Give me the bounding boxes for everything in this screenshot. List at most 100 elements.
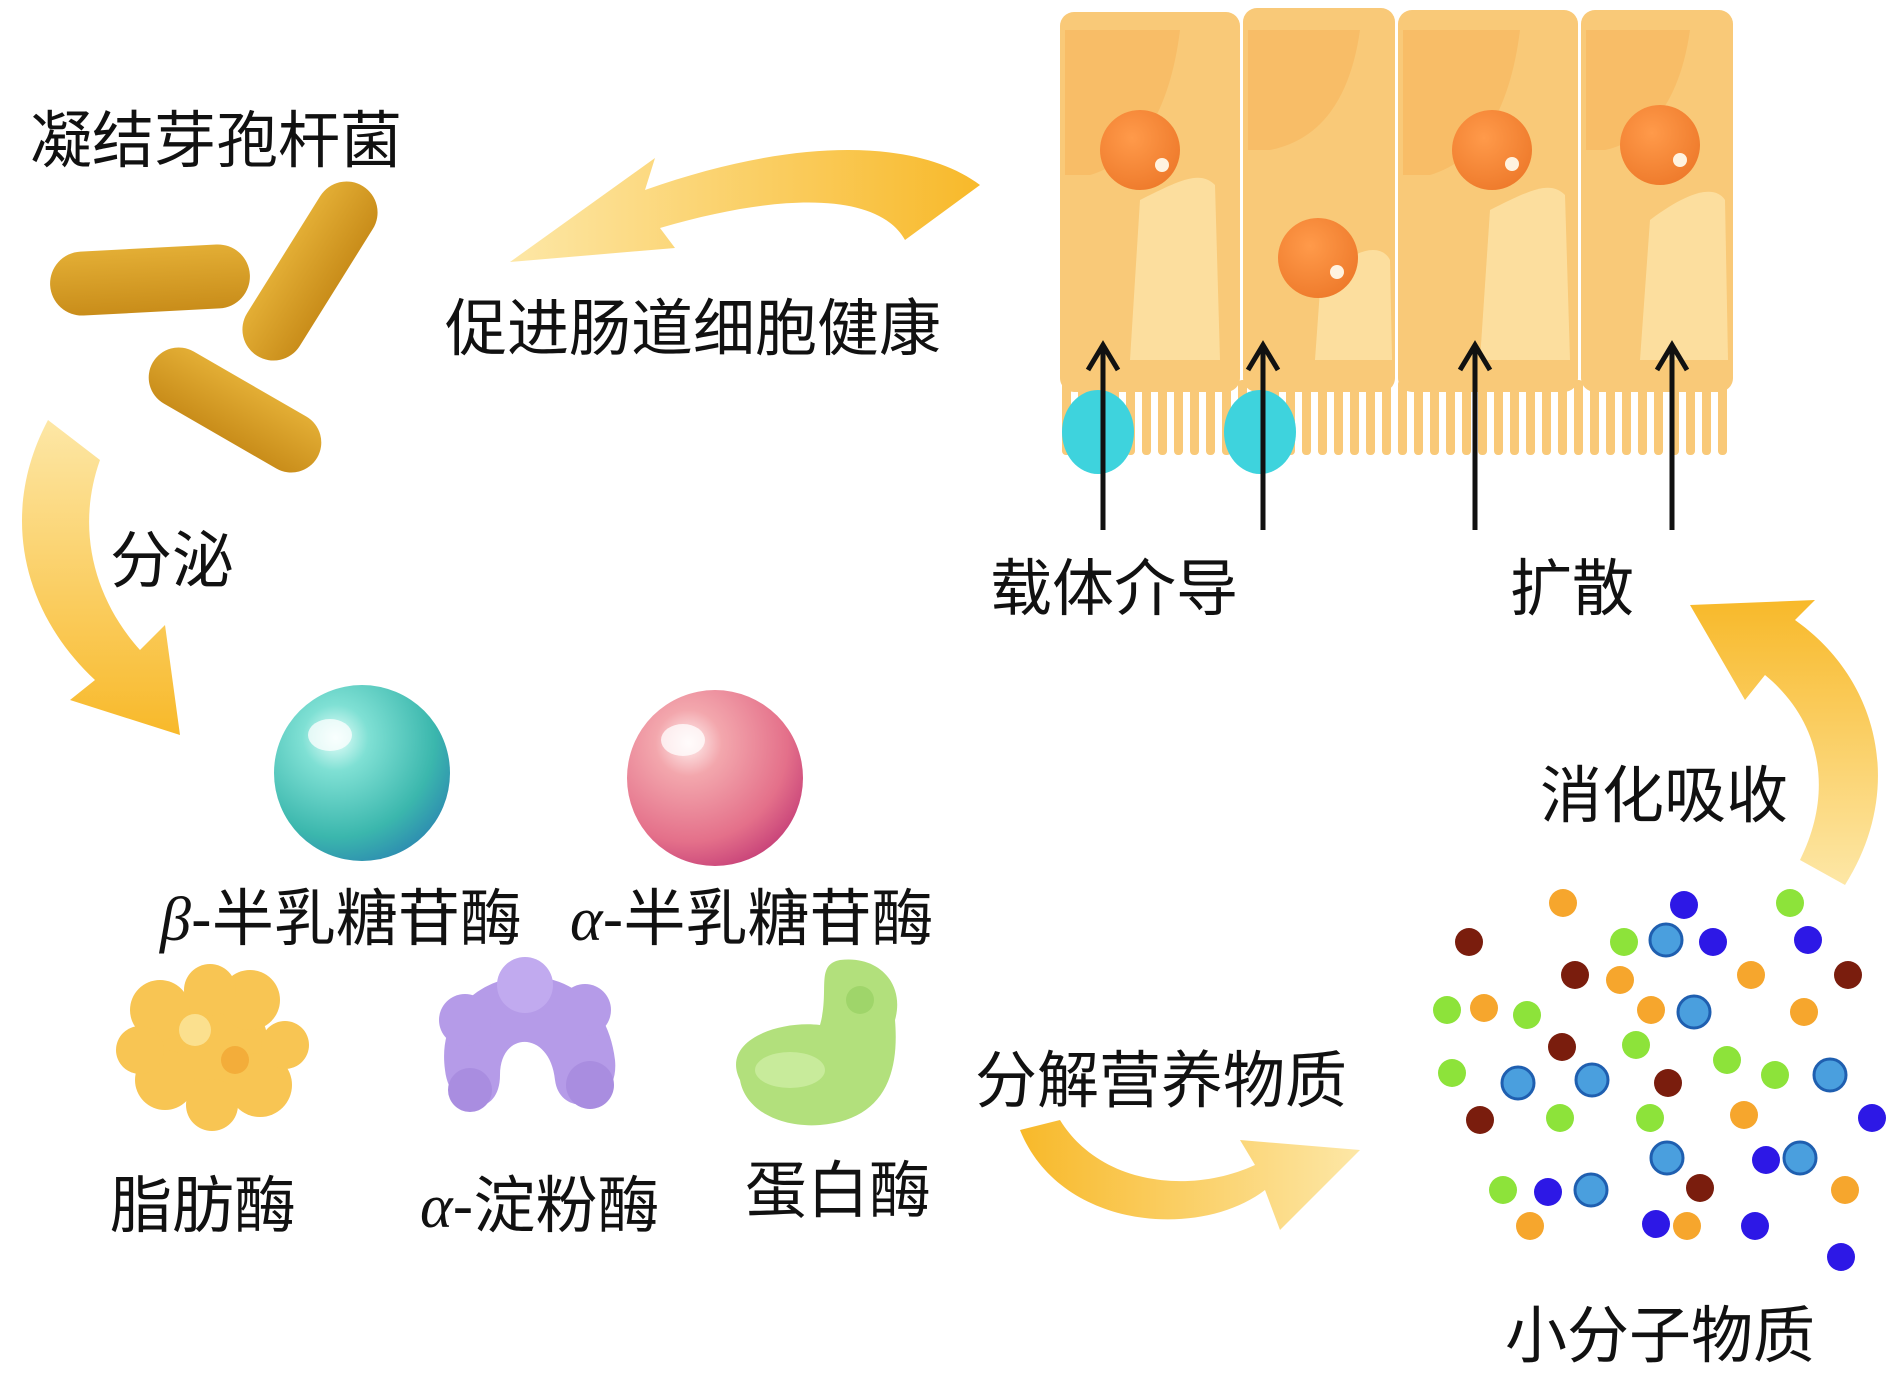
molecule-dot <box>1561 961 1589 989</box>
cell-shade <box>1586 30 1690 150</box>
microvillus <box>1574 380 1583 455</box>
arrow-secrete <box>21 420 181 735</box>
microvillus <box>1606 380 1615 455</box>
molecule-dot <box>1713 1046 1741 1074</box>
bacterium-rod <box>148 347 322 473</box>
label-decompose: 分解营养物质 <box>975 1044 1348 1117</box>
microvillus <box>1542 380 1551 455</box>
label-alpha-galactosidase: α-半乳糖苷酶 <box>570 886 934 954</box>
beta-galactosidase-ball <box>274 685 450 861</box>
microvillus <box>1702 380 1711 455</box>
diffusion-arrow-head <box>1457 340 1493 372</box>
molecule-dot <box>1500 1065 1536 1101</box>
microvillus <box>1350 380 1359 455</box>
nucleus-spot <box>1673 153 1687 167</box>
molecule-dot <box>1516 1212 1544 1240</box>
microvillus <box>1398 380 1407 455</box>
microvillus <box>1510 380 1519 455</box>
cell-highlight <box>1130 177 1220 360</box>
microvillus <box>1302 380 1311 455</box>
molecule-dot <box>1649 1140 1685 1176</box>
molecule-dot <box>1858 1104 1886 1132</box>
microvillus <box>1366 380 1375 455</box>
microvillus <box>1654 380 1663 455</box>
molecule-dot <box>1637 996 1665 1024</box>
molecule-dot <box>1642 1210 1670 1238</box>
beta-name: -半乳糖苷酶 <box>190 882 522 955</box>
molecule-dot <box>1534 1178 1562 1206</box>
microvillus <box>1494 380 1503 455</box>
molecule-dot <box>1812 1057 1848 1093</box>
molecule-dot <box>1752 1146 1780 1174</box>
microvillus <box>1446 380 1455 455</box>
microvillus <box>1318 380 1327 455</box>
molecule-dot <box>1466 1106 1494 1134</box>
molecule-dot <box>1622 1031 1650 1059</box>
molecule-dot <box>1548 1033 1576 1061</box>
microvillus <box>1174 380 1183 455</box>
molecule-dot <box>1794 926 1822 954</box>
alpha-name: -半乳糖苷酶 <box>602 882 934 955</box>
label-lipase: 脂肪酶 <box>110 1169 297 1242</box>
label-secrete: 分泌 <box>110 524 235 597</box>
carrier-arrow-head <box>1245 340 1281 372</box>
molecule-dot <box>1648 922 1684 958</box>
cell-nucleus <box>1100 110 1180 190</box>
amylase-name: -淀粉酶 <box>452 1169 660 1242</box>
label-digest-absorb: 消化吸收 <box>1540 759 1789 832</box>
carrier-protein <box>1062 390 1134 474</box>
nucleus-spot <box>1330 265 1344 279</box>
label-amylase: α-淀粉酶 <box>420 1175 660 1239</box>
molecule-dot <box>1699 928 1727 956</box>
lipase-shape <box>116 964 309 1131</box>
molecule-dot <box>1606 966 1634 994</box>
microvillus <box>1478 380 1487 455</box>
label-bacteria: 凝结芽孢杆菌 <box>30 104 403 177</box>
microvillus <box>1590 380 1599 455</box>
microvillus <box>1158 380 1167 455</box>
molecule-dot <box>1438 1059 1466 1087</box>
alpha-prefix: α <box>570 886 603 954</box>
microvillus <box>1382 380 1391 455</box>
molecule-dot <box>1741 1212 1769 1240</box>
cell-shade <box>1065 30 1180 175</box>
cell-highlight <box>1640 191 1728 360</box>
cell-nucleus <box>1620 105 1700 185</box>
molecule-dot <box>1433 996 1461 1024</box>
molecule-dot <box>1673 1212 1701 1240</box>
molecule-dot <box>1834 961 1862 989</box>
ball-shine <box>308 719 352 751</box>
transport-arrows <box>1085 340 1690 530</box>
molecule-dot <box>1513 1001 1541 1029</box>
alpha-galactosidase-ball <box>627 690 803 866</box>
ball-shine <box>661 724 705 756</box>
nucleus-spot <box>1155 158 1169 172</box>
label-diffusion: 扩散 <box>1510 552 1635 625</box>
molecule-dot <box>1610 928 1638 956</box>
diffusion-arrow-head <box>1654 340 1690 372</box>
bacterium-rod <box>242 181 378 361</box>
molecule-dot <box>1831 1176 1859 1204</box>
molecule-dot <box>1676 994 1712 1030</box>
microvillus <box>1638 380 1647 455</box>
molecule-dot <box>1737 961 1765 989</box>
molecule-dot <box>1573 1172 1609 1208</box>
microvillus <box>1686 380 1695 455</box>
microvillus <box>1142 380 1151 455</box>
cell-shade <box>1248 30 1360 150</box>
intestinal-cells <box>1060 8 1733 474</box>
microvillus <box>1190 380 1199 455</box>
microvillus <box>1622 380 1631 455</box>
arrow-decompose <box>1020 1120 1360 1230</box>
amylase-shape <box>439 957 616 1112</box>
microvillus <box>1526 380 1535 455</box>
label-beta-galactosidase: β-半乳糖苷酶 <box>160 888 522 952</box>
carrier-arrow-head <box>1085 340 1121 372</box>
molecule-dot <box>1654 1069 1682 1097</box>
cell-highlight <box>1480 187 1570 360</box>
label-promote-health: 促进肠道细胞健康 <box>445 292 942 365</box>
arrow-promote-health <box>510 150 980 262</box>
cell-nucleus <box>1278 218 1358 298</box>
